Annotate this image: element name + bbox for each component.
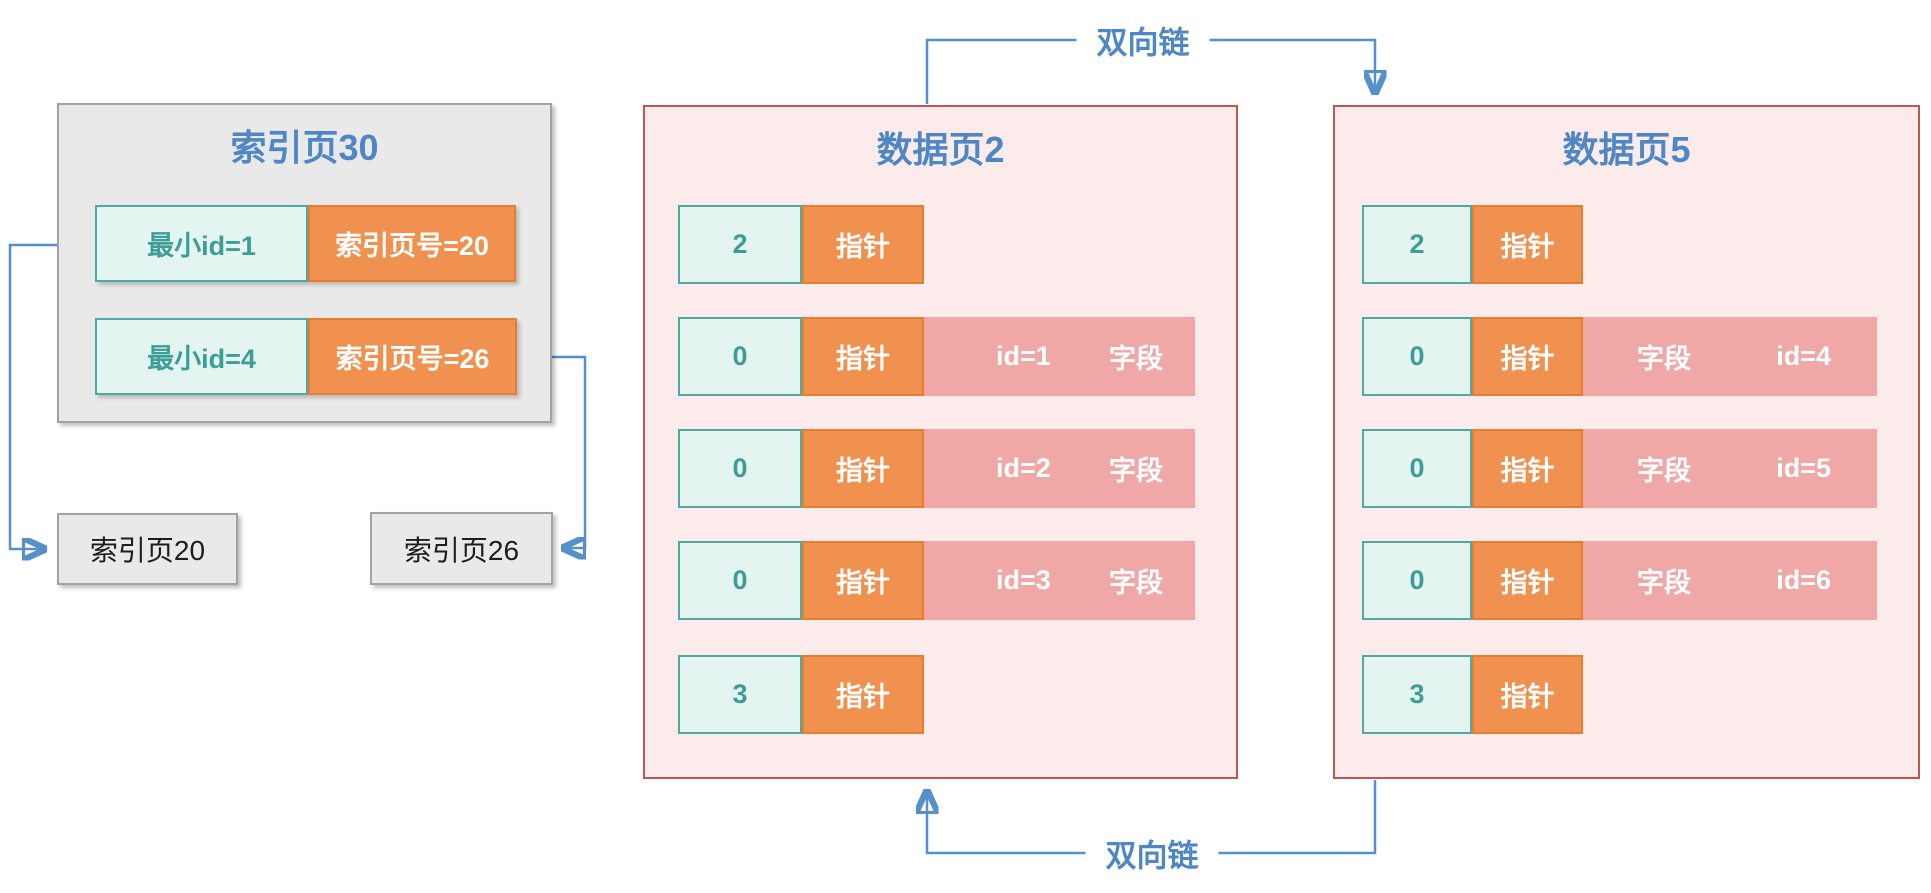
index-page-26-box: 索引页26 xyxy=(370,512,553,585)
record-field-cell: id=1 字段 xyxy=(924,317,1195,396)
index-entry-key: 最小id=4 xyxy=(95,318,308,395)
record-pointer-cell: 指针 xyxy=(802,655,924,734)
record-pointer-cell: 指针 xyxy=(1472,655,1583,734)
record-field-right: id=5 xyxy=(1776,453,1831,483)
record-pointer-cell: 指针 xyxy=(802,205,924,284)
record-field-cell: 字段 id=5 xyxy=(1583,429,1877,508)
record-num-cell: 0 xyxy=(678,429,802,508)
record-pointer-cell: 指针 xyxy=(802,317,924,396)
record-field-cell: id=2 字段 xyxy=(924,429,1195,508)
record-num-cell: 0 xyxy=(678,541,802,620)
record-field-left: id=1 xyxy=(996,341,1051,371)
index-page-title: 索引页30 xyxy=(230,127,379,168)
record-field-cell: 字段 id=6 xyxy=(1583,541,1877,620)
record-num-cell: 2 xyxy=(678,205,802,284)
record-pointer-cell: 指针 xyxy=(1472,205,1583,284)
record-field-left: 字段 xyxy=(1637,456,1691,486)
record-field-right: id=4 xyxy=(1776,341,1831,371)
record-pointer-cell: 指针 xyxy=(802,429,924,508)
bottom-link-label: 双向链 xyxy=(1085,828,1219,878)
record-pointer-cell: 指针 xyxy=(1472,429,1583,508)
record-num-cell: 0 xyxy=(678,317,802,396)
record-num-cell: 0 xyxy=(1362,317,1472,396)
record-pointer-cell: 指针 xyxy=(1472,541,1583,620)
data-page-title: 数据页2 xyxy=(876,129,1005,170)
index-entry-value: 索引页号=26 xyxy=(308,318,517,395)
record-field-right: 字段 xyxy=(1109,568,1163,598)
record-num-cell: 3 xyxy=(1362,655,1472,734)
index-entry-value: 索引页号=20 xyxy=(308,205,516,282)
record-field-right: 字段 xyxy=(1109,456,1163,486)
record-field-cell: id=3 字段 xyxy=(924,541,1195,620)
arrow-to-index-page-20 xyxy=(8,243,95,549)
record-field-left: 字段 xyxy=(1637,568,1691,598)
record-num-cell: 3 xyxy=(678,655,802,734)
record-pointer-cell: 指针 xyxy=(802,541,924,620)
index-page-20-box: 索引页20 xyxy=(57,513,238,585)
record-field-left: 字段 xyxy=(1637,344,1691,374)
record-field-left: id=3 xyxy=(996,565,1051,595)
record-num-cell: 0 xyxy=(1362,429,1472,508)
top-link-label: 双向链 xyxy=(1076,15,1210,65)
record-field-cell: 字段 id=4 xyxy=(1583,317,1877,396)
record-field-left: id=2 xyxy=(996,453,1051,483)
data-page-title: 数据页5 xyxy=(1562,129,1691,170)
record-pointer-cell: 指针 xyxy=(1472,317,1583,396)
index-entry-key: 最小id=1 xyxy=(95,205,308,282)
record-num-cell: 0 xyxy=(1362,541,1472,620)
record-field-right: 字段 xyxy=(1109,344,1163,374)
record-num-cell: 2 xyxy=(1362,205,1472,284)
record-field-right: id=6 xyxy=(1776,565,1831,595)
